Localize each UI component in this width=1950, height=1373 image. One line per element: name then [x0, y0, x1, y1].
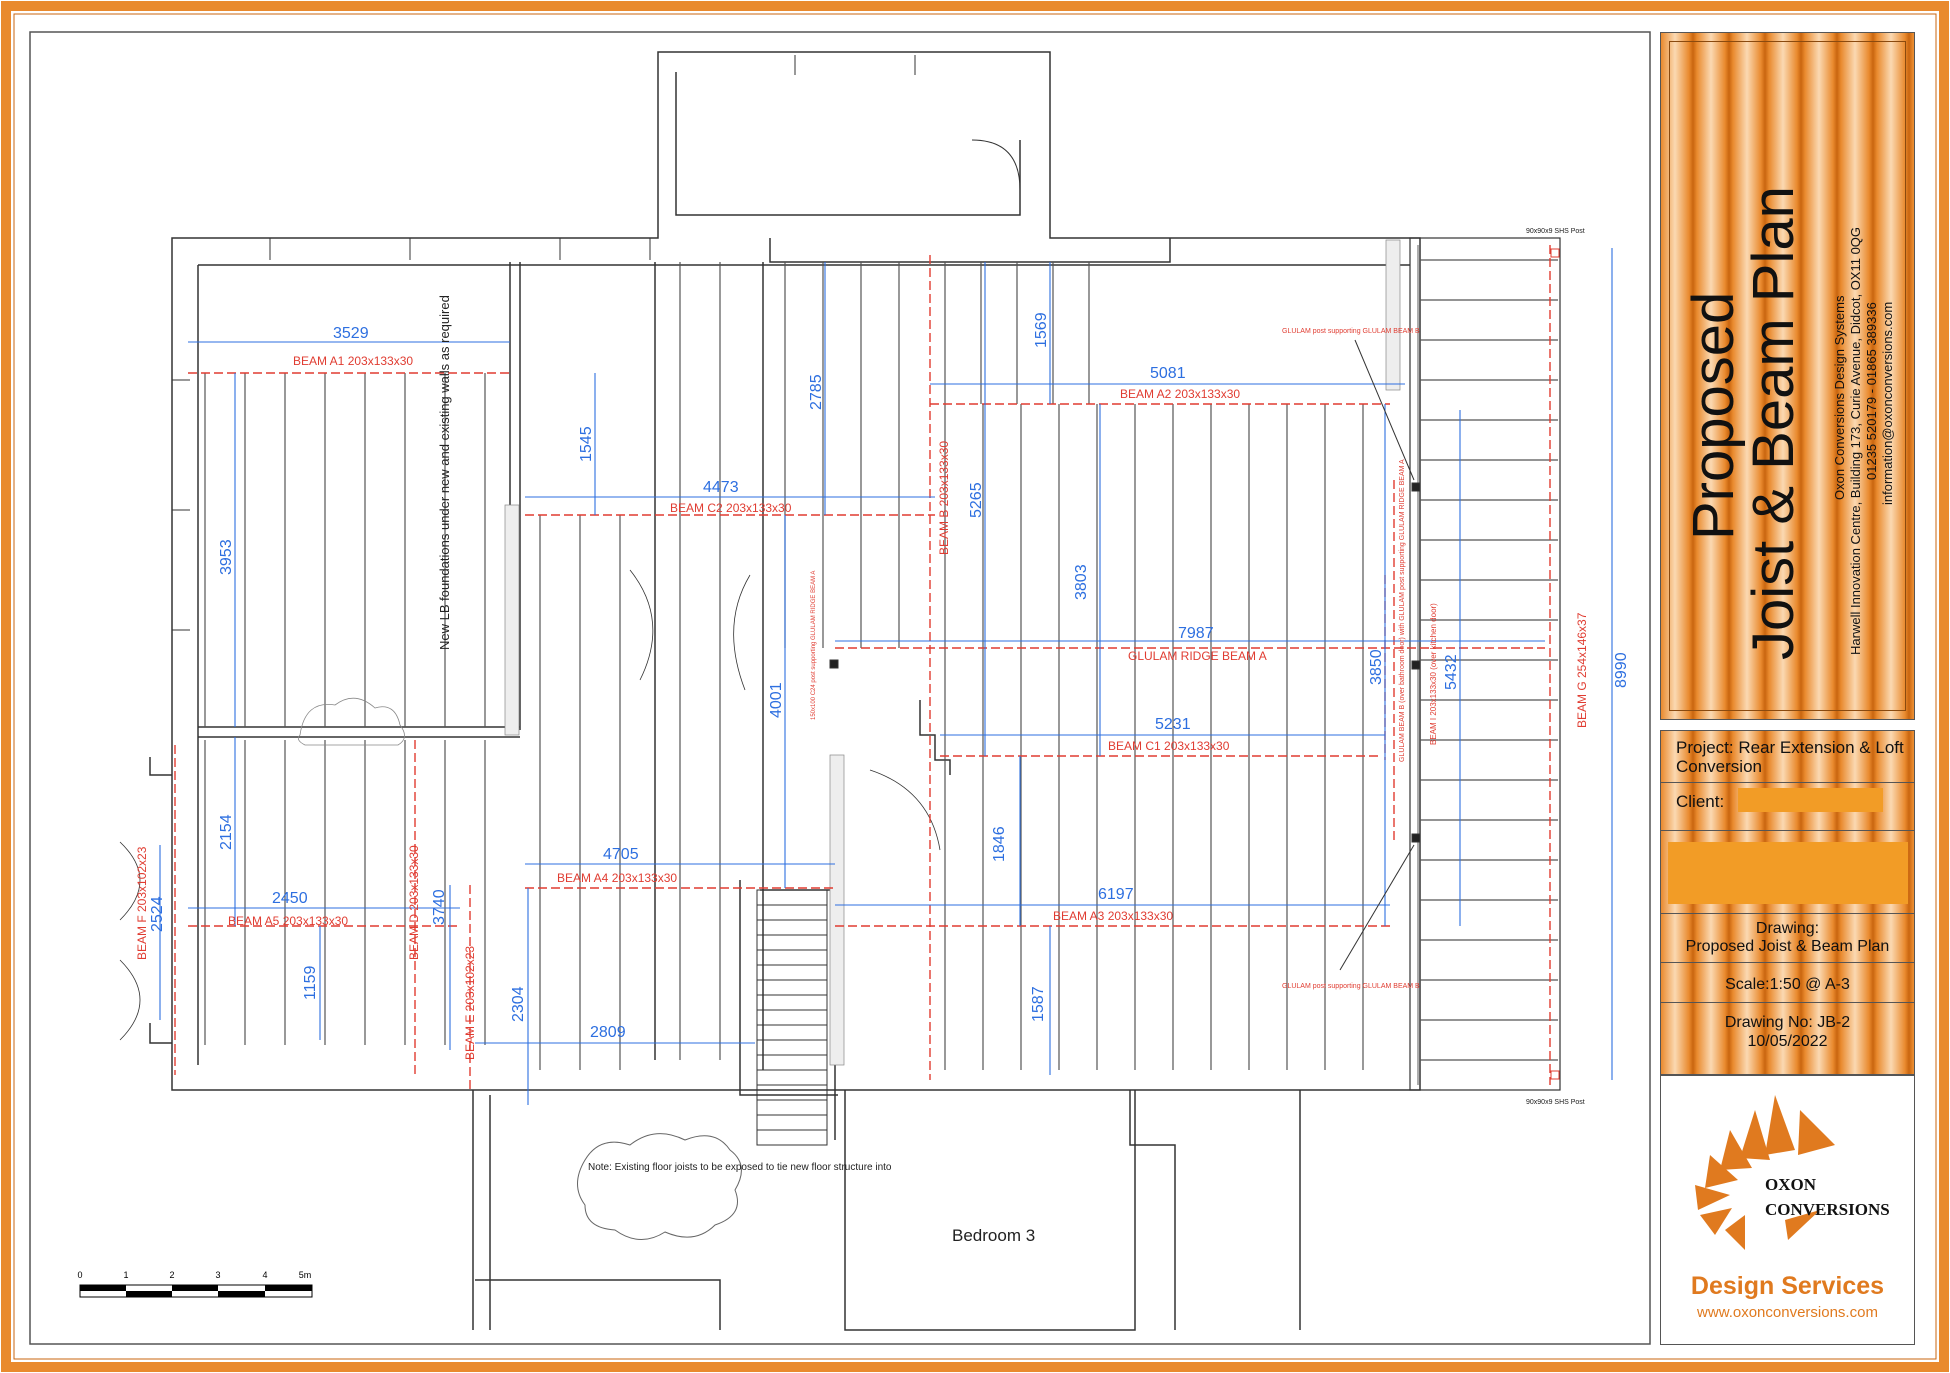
staircase [756, 889, 828, 1146]
note-cloud [577, 1133, 742, 1240]
drawing-number: Drawing No: JB-2 [1724, 1014, 1851, 1031]
dim-3850: 3850 [1368, 649, 1385, 685]
scale-tick-1: 1 [123, 1270, 128, 1280]
scale-label: Scale:1:50 @ A-3 [1725, 976, 1850, 993]
note-cloud-left [297, 697, 405, 746]
drawing-date: 10/05/2022 [1747, 1033, 1828, 1050]
scale-tick-3: 3 [215, 1270, 220, 1280]
client-redacted [1738, 788, 1883, 812]
scale-tick-2: 2 [169, 1270, 174, 1280]
beam-g-label: BEAM G 254x146x37 [1575, 612, 1589, 728]
drawing-divider [1660, 962, 1915, 963]
dim-6197: 6197 [1098, 886, 1134, 903]
beam-c1-label: BEAM C1 203x133x30 [1108, 739, 1230, 753]
floor-plan [119, 51, 1561, 1331]
deck-joist-lines [1420, 259, 1558, 1061]
beam-a2-label: BEAM A2 203x133x30 [1120, 387, 1240, 401]
beam-c2-label: BEAM C2 203x133x30 [670, 501, 792, 515]
posts [829, 248, 1560, 1080]
logo-design-services: Design Services [1690, 1272, 1885, 1300]
beam-a1-label: BEAM A1 203x133x30 [293, 354, 413, 368]
dim-2524: 2524 [149, 896, 166, 932]
company-name: Oxon Conversions Design Systems [1832, 295, 1847, 500]
project-divider [1660, 782, 1915, 783]
beam-lines [174, 245, 1551, 1090]
dim-3953: 3953 [218, 539, 235, 575]
dim-3529: 3529 [333, 325, 369, 342]
foundations-note-line1: New LB foundations under new and existin… [437, 295, 452, 650]
address-redacted [1668, 842, 1908, 904]
shs-post-top-note: 90x90x9 SHS Post [1526, 228, 1585, 235]
drawing-title-line2: Joist & Beam Plan [1741, 186, 1806, 660]
dim-7987: 7987 [1178, 625, 1214, 642]
glulam-post-top-note: GLULAM post supporting GLULAM BEAM B [1282, 328, 1420, 335]
scale-tick-5m: 5m [299, 1270, 312, 1280]
beam-d-label: BEAM D 203x133x30 [407, 845, 421, 960]
dim-4705: 4705 [603, 846, 639, 863]
logo-conversions: CONVERSIONS [1765, 1200, 1890, 1219]
ridge-beam-label: GLULAM RIDGE BEAM A [1128, 649, 1267, 663]
dimension-lines [159, 248, 1613, 1105]
drawing-label: Drawing: [1755, 920, 1820, 937]
bedroom-3-label: Bedroom 3 [952, 1226, 1035, 1245]
scale-tick-0: 0 [77, 1270, 82, 1280]
beam-a4-label: BEAM A4 203x133x30 [557, 871, 677, 885]
beam-i-label: BEAM I 203x133x30 (over kitchen door) [1429, 603, 1438, 745]
logo-mark [1695, 1095, 1835, 1250]
dim-2304: 2304 [510, 986, 527, 1022]
beam-a3-label: BEAM A3 203x133x30 [1053, 909, 1173, 923]
beam-b-label: BEAM B 203x133x30 [937, 441, 951, 555]
dim-2154: 2154 [218, 814, 235, 850]
dim-1545: 1545 [578, 426, 595, 462]
drawing-name: Proposed Joist & Beam Plan [1685, 938, 1890, 955]
dim-8990: 8990 [1613, 652, 1630, 688]
glulam-post-bottom-note: GLULAM post supporting GLULAM BEAM B [1282, 983, 1420, 990]
title-inner [1669, 41, 1906, 711]
dim-1569: 1569 [1033, 312, 1050, 348]
scale-bar: 0 1 2 3 4 5m [77, 1270, 313, 1298]
beam-f-label: BEAM F 203x102x23 [135, 846, 149, 960]
dim-4001: 4001 [768, 682, 785, 718]
dim-1846: 1846 [991, 826, 1008, 862]
joist-lines [204, 262, 1364, 1070]
client-label: Client: [1676, 792, 1725, 811]
existing-joists-note: Note: Existing floor joists to be expose… [588, 1162, 892, 1173]
dim-5081: 5081 [1150, 365, 1186, 382]
dim-1587: 1587 [1030, 986, 1047, 1022]
address-divider [1660, 913, 1915, 914]
dim-3803: 3803 [1073, 564, 1090, 600]
beam-a5-label: BEAM A5 203x133x30 [228, 914, 348, 928]
logo-website: www.oxonconversions.com [1697, 1304, 1878, 1321]
client-divider [1660, 830, 1915, 831]
company-email: information@oxonconversions.com [1880, 301, 1895, 505]
c24-post-note: 150x100 C24 post supporting GLULAM RIDGE… [811, 571, 817, 720]
dim-2450: 2450 [272, 890, 308, 907]
dim-1159: 1159 [302, 965, 319, 1000]
dim-5231: 5231 [1155, 716, 1191, 733]
scale-divider [1660, 1002, 1915, 1003]
hatched-walls [504, 239, 1401, 1066]
title-panel [1660, 32, 1915, 720]
shs-post-bottom-note: 90x90x9 SHS Post [1526, 1099, 1585, 1106]
logo-oxon: OXON [1765, 1175, 1816, 1194]
scale-tick-4: 4 [262, 1270, 267, 1280]
dim-4473: 4473 [703, 479, 739, 496]
project-label: Project: Rear Extension & Loft Conversio… [1676, 738, 1904, 776]
logo-panel [1660, 1075, 1915, 1345]
drawing-title-line1: Proposed [1681, 291, 1746, 540]
company-address: Harwell Innovation Centre, Building 173,… [1848, 226, 1863, 655]
dim-3740: 3740 [431, 889, 448, 925]
company-phone: 01235 520179 - 01865 389336 [1864, 302, 1879, 480]
dim-2785: 2785 [808, 374, 825, 410]
dim-5432: 5432 [1443, 654, 1460, 690]
beam-e-label: BEAM E 203x102x23 [463, 946, 477, 1060]
beam-h-label: GLULAM BEAM B (over bathroom door) with … [1399, 459, 1406, 762]
dim-5265: 5265 [968, 482, 985, 518]
dim-2809: 2809 [590, 1024, 626, 1041]
